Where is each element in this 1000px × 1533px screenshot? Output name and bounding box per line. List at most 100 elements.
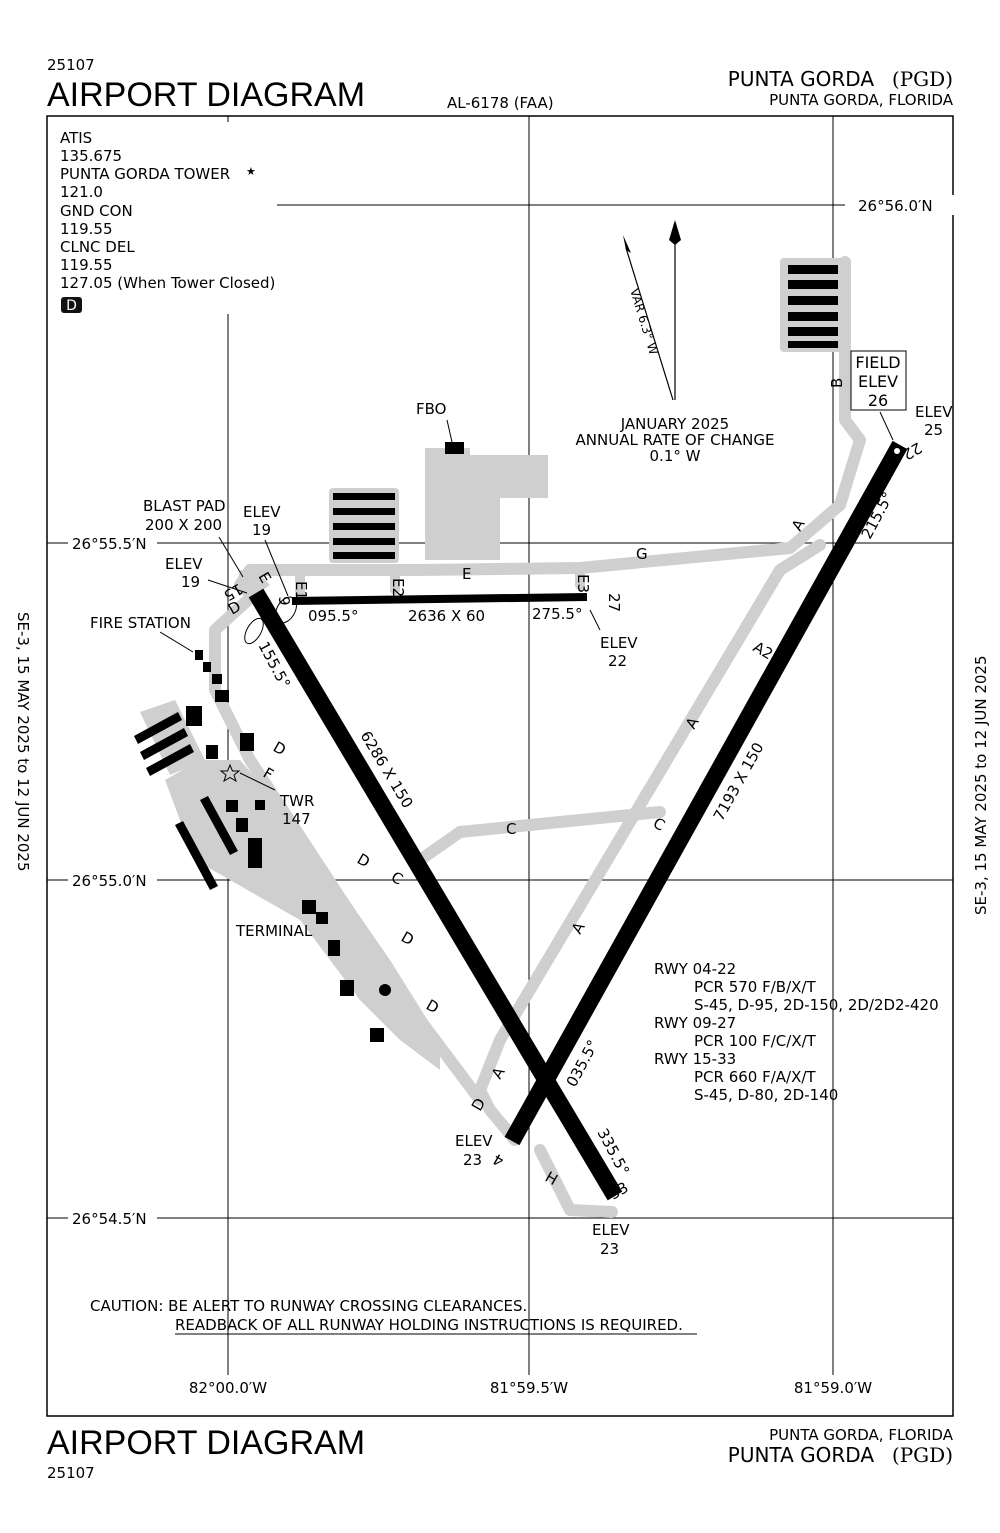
caution-line-2: READBACK OF ALL RUNWAY HOLDING INSTRUCTI… xyxy=(175,1316,683,1334)
svg-text:E2: E2 xyxy=(389,578,407,597)
chart-number: 25107 xyxy=(47,56,95,74)
svg-text:PCR 660 F/A/X/T: PCR 660 F/A/X/T xyxy=(694,1068,816,1086)
runway-pcr-info: RWY 04-22 PCR 570 F/B/X/T S-45, D-95, 2D… xyxy=(654,960,939,1104)
svg-text:127.05 (When Tower Closed): 127.05 (When Tower Closed) xyxy=(60,274,275,292)
elev-15-label: ELEV xyxy=(165,555,203,573)
chart-title: AIRPORT DIAGRAM xyxy=(47,76,365,114)
svg-text:RWY 15-33: RWY 15-33 xyxy=(654,1050,736,1068)
svg-text:A: A xyxy=(488,1063,509,1082)
svg-text:C: C xyxy=(506,820,516,838)
rwy-04-number: 4 xyxy=(490,1150,507,1170)
lon-label-1: 82°00.0′W xyxy=(189,1379,267,1397)
class-d-badge: D xyxy=(66,298,77,314)
north-arrow-icon: VAR 6.3° W xyxy=(623,220,681,401)
runway-09-27 xyxy=(291,593,588,605)
footer-airport-name: PUNTA GORDA xyxy=(728,1443,875,1467)
rwy-27-number: 27 xyxy=(605,593,623,612)
elev-4-value: 23 xyxy=(463,1151,482,1169)
validity-right: SE-3, 15 MAY 2025 to 12 JUN 2025 xyxy=(972,655,990,915)
svg-text:D: D xyxy=(423,996,442,1017)
svg-text:D: D xyxy=(270,738,289,759)
lat-label-3: 26°55.0′N xyxy=(72,872,147,890)
svg-text:E: E xyxy=(462,565,471,583)
svg-text:PCR 100 F/C/X/T: PCR 100 F/C/X/T xyxy=(694,1032,817,1050)
svg-text:RWY 04-22: RWY 04-22 xyxy=(654,960,736,978)
airport-name: PUNTA GORDA xyxy=(728,67,875,91)
lat-label-4: 26°54.5′N xyxy=(72,1210,147,1228)
elev-22-value: 25 xyxy=(924,421,943,439)
validity-left: SE-3, 15 MAY 2025 to 12 JUN 2025 xyxy=(14,612,32,872)
svg-text:121.0: 121.0 xyxy=(60,183,103,201)
leader-lines xyxy=(159,411,894,791)
buildings xyxy=(186,442,464,1042)
elev-9-value: 19 xyxy=(252,521,271,539)
airport-id: (PGD) xyxy=(892,67,953,91)
tower-star-icon xyxy=(219,763,241,783)
svg-text:B: B xyxy=(828,378,846,388)
elev-27-value: 22 xyxy=(608,652,627,670)
diagram-frame xyxy=(46,115,954,1417)
elev-33-value: 23 xyxy=(600,1240,619,1258)
svg-text:FIELD: FIELD xyxy=(855,353,900,372)
parking-apron-stripes xyxy=(134,265,838,890)
fire-station-label: FIRE STATION xyxy=(90,614,191,632)
svg-text:F: F xyxy=(260,764,276,784)
lon-label-2: 81°59.5′W xyxy=(490,1379,568,1397)
svg-text:ELEV: ELEV xyxy=(858,372,898,391)
field-elevation-box: FIELD ELEV 26 xyxy=(850,350,907,411)
svg-text:E3: E3 xyxy=(574,574,592,593)
svg-text:135.675: 135.675 xyxy=(60,147,122,165)
svg-text:D: D xyxy=(354,850,373,871)
terminal-label: TERMINAL xyxy=(235,922,313,940)
svg-text:E1: E1 xyxy=(292,581,310,600)
svg-text:ATIS: ATIS xyxy=(60,129,92,147)
svg-text:G: G xyxy=(636,545,648,563)
lat-label-2: 26°55.5′N xyxy=(72,535,147,553)
lat-label-1: 26°56.0′N xyxy=(858,197,933,215)
tower-label: TWR xyxy=(279,792,314,810)
elev-4-label: ELEV xyxy=(455,1132,493,1150)
rate-line-3: 0.1° W xyxy=(650,447,701,465)
tower-elev: 147 xyxy=(282,810,311,828)
elev-33-label: ELEV xyxy=(592,1221,630,1239)
svg-text:26: 26 xyxy=(868,391,888,410)
rwy-0927-dims: 2636 X 60 xyxy=(408,607,485,625)
blast-pad-dims: 200 X 200 xyxy=(145,516,222,534)
caution-line-1: CAUTION: BE ALERT TO RUNWAY CROSSING CLE… xyxy=(90,1297,527,1315)
rwy-27-heading: 275.5° xyxy=(532,605,582,623)
svg-text:CLNC DEL: CLNC DEL xyxy=(60,238,135,256)
part-time-star-icon: ★ xyxy=(246,165,256,178)
rate-line-1: JANUARY 2025 xyxy=(620,415,729,433)
runway-04-22 xyxy=(504,440,908,1146)
svg-text:GND CON: GND CON xyxy=(60,202,133,220)
elev-15-value: 19 xyxy=(181,573,200,591)
variation-label: VAR 6.3° W xyxy=(627,287,660,357)
svg-text:C: C xyxy=(388,868,406,889)
rwy-22-number: 22 xyxy=(899,439,925,464)
fbo-label: FBO xyxy=(416,400,446,418)
footer-chart-number: 25107 xyxy=(47,1464,95,1482)
airport-location: PUNTA GORDA, FLORIDA xyxy=(769,91,954,109)
svg-text:RWY 09-27: RWY 09-27 xyxy=(654,1014,736,1032)
rwy-9-number: 9 xyxy=(275,596,293,606)
frequency-list: ATIS 135.675 PUNTA GORDA TOWER ★ 121.0 G… xyxy=(55,122,277,314)
svg-text:S-45, D-80, 2D-140: S-45, D-80, 2D-140 xyxy=(694,1086,838,1104)
svg-text:119.55: 119.55 xyxy=(60,220,113,238)
footer-airport-id: (PGD) xyxy=(892,1443,953,1467)
rate-line-2: ANNUAL RATE OF CHANGE xyxy=(576,431,775,449)
svg-text:PCR 570 F/B/X/T: PCR 570 F/B/X/T xyxy=(694,978,816,996)
procedure-id: AL-6178 (FAA) xyxy=(447,94,554,112)
svg-text:119.55: 119.55 xyxy=(60,256,113,274)
blast-pad-label: BLAST PAD xyxy=(143,497,226,515)
footer-title: AIRPORT DIAGRAM xyxy=(47,1424,365,1462)
lon-label-3: 81°59.0′W xyxy=(794,1379,872,1397)
rwy-09-heading: 095.5° xyxy=(308,607,358,625)
svg-text:A: A xyxy=(568,918,589,937)
svg-text:PUNTA GORDA TOWER: PUNTA GORDA TOWER xyxy=(60,165,230,183)
elev-9-label: ELEV xyxy=(243,503,281,521)
runway-15-33 xyxy=(248,588,623,1201)
svg-text:S-45, D-95, 2D-150, 2D/2D2-420: S-45, D-95, 2D-150, 2D/2D2-420 xyxy=(694,996,939,1014)
footer-location: PUNTA GORDA, FLORIDA xyxy=(769,1426,954,1444)
elev-22-label: ELEV xyxy=(915,403,953,421)
